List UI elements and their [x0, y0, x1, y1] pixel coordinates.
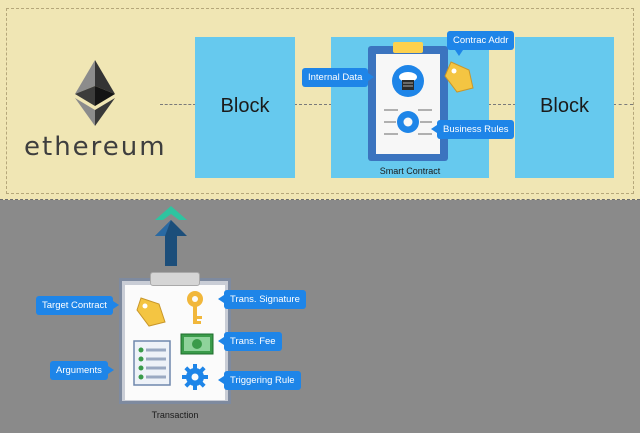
key-icon: [187, 291, 203, 324]
clipboard-clip: [393, 42, 423, 53]
tag-icon: [444, 61, 474, 93]
band-border: [6, 8, 634, 194]
arguments-callout: Arguments: [50, 361, 114, 380]
signature-callout: Trans. Signature: [218, 290, 306, 309]
money-bill-icon: [180, 333, 214, 355]
block-label: Block: [220, 95, 270, 117]
chain-link: [294, 104, 332, 105]
transaction-caption: Transaction: [151, 410, 199, 420]
block-left: Block: [195, 37, 295, 178]
internal-data-callout: Internal Data: [302, 68, 375, 87]
list-icon: [133, 340, 171, 386]
target-contract-callout: Target Contract: [36, 296, 119, 315]
up-arrow-icon: [155, 206, 187, 266]
chain-link: [488, 104, 516, 105]
gear-icon: [384, 109, 432, 135]
ethereum-diamond-icon: [75, 60, 115, 126]
contract-address-callout: Contrac Addr: [447, 31, 515, 56]
transaction-clip: [150, 272, 200, 286]
fee-callout: Trans. Fee: [218, 332, 282, 351]
chain-link: [160, 104, 196, 105]
block-label: Block: [540, 95, 589, 117]
chain-link: [613, 104, 633, 105]
ethereum-wordmark: ethereum: [24, 132, 167, 162]
block-right: Block: [515, 37, 614, 178]
triggering-rule-callout: Triggering Rule: [218, 371, 301, 390]
tag-icon: [136, 297, 166, 327]
smart-contract-caption: Smart Contract: [379, 166, 441, 176]
gear-icon: [182, 364, 208, 390]
cloud-server-icon: [392, 65, 424, 97]
business-rules-callout: Business Rules: [430, 120, 515, 139]
